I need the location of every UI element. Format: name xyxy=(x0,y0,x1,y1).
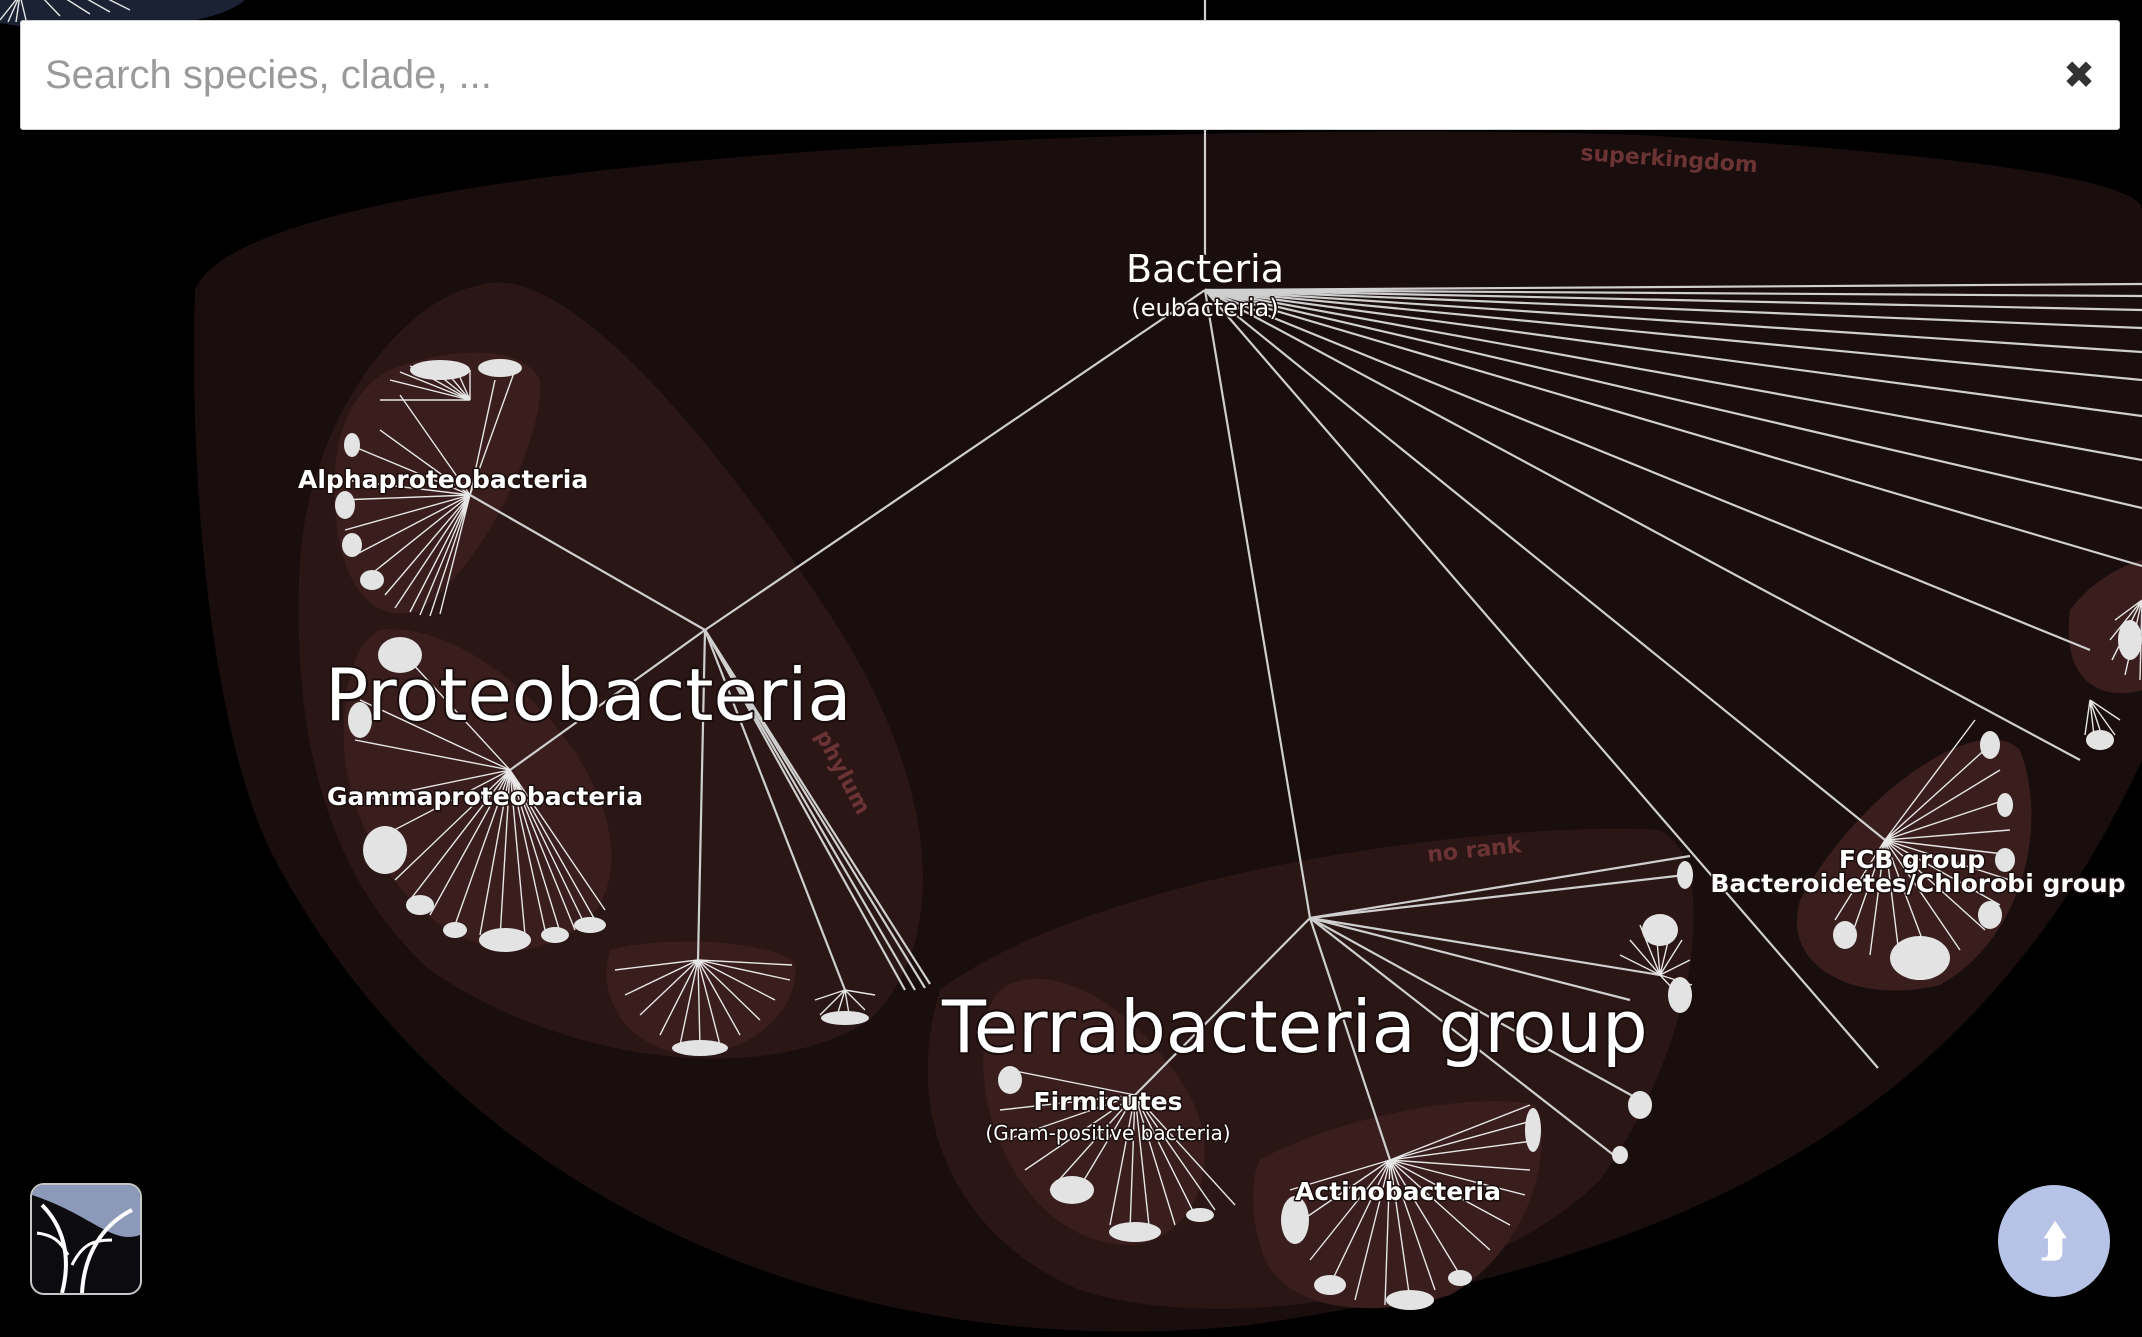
tree-logo-icon[interactable] xyxy=(30,1183,142,1295)
fan-gammaproteobacteria xyxy=(348,637,606,952)
region-fcb xyxy=(1796,739,2032,991)
branches-proteobacteria xyxy=(469,494,931,991)
region-gammaproteobacteria xyxy=(343,629,612,950)
fan-firmicutes xyxy=(998,1066,1236,1242)
region-actinobacteria xyxy=(1253,1101,1542,1309)
node-label-alphaproteobacteria[interactable]: Alphaproteobacteria xyxy=(297,464,590,496)
arrow-up-icon[interactable]: ⮭ xyxy=(1998,1185,2110,1297)
node-label-terrabacteria[interactable]: Terrabacteria group xyxy=(939,983,1650,1071)
fan-proteo-lower xyxy=(614,959,876,1056)
close-icon[interactable]: ✖ xyxy=(2039,21,2119,129)
node-label-fcb-group[interactable]: FCB group xyxy=(1837,844,1986,876)
search-bar: ✖ xyxy=(20,20,2120,130)
branches-terrabacteria xyxy=(1134,854,1691,1161)
fan-alphaproteobacteria xyxy=(335,359,522,617)
node-label-bacteroidetes-chlorobi[interactable]: Bacteroidetes/Chlorobi group xyxy=(1709,868,2127,900)
node-label-firmicutes[interactable]: Firmicutes xyxy=(1032,1086,1184,1118)
fan-terrabacteria-right xyxy=(1612,861,1693,1164)
branches-bacteria-right xyxy=(704,282,2142,1069)
node-common-bacteria: (eubacteria) xyxy=(1131,294,1278,322)
node-label-actinobacteria[interactable]: Actinobacteria xyxy=(1294,1176,1503,1208)
fan-right-edge xyxy=(2084,599,2142,750)
region-proteo-lower xyxy=(606,941,796,1055)
node-label-bacteria[interactable]: Bacteria xyxy=(1125,246,1286,293)
tree-logo-graphic xyxy=(32,1185,140,1293)
node-label-proteobacteria[interactable]: Proteobacteria xyxy=(323,651,853,739)
fan-fcb xyxy=(1833,719,2015,980)
region-firmicutes xyxy=(983,978,1205,1245)
node-label-gammaproteobacteria[interactable]: Gammaproteobacteria xyxy=(326,781,645,813)
region-right-edge-clade xyxy=(2068,560,2142,694)
search-input[interactable] xyxy=(21,21,2039,129)
region-alphaproteobacteria xyxy=(334,352,541,614)
fan-actinobacteria xyxy=(1281,1104,1541,1310)
node-common-firmicutes: (Gram-positive bacteria) xyxy=(985,1121,1230,1145)
